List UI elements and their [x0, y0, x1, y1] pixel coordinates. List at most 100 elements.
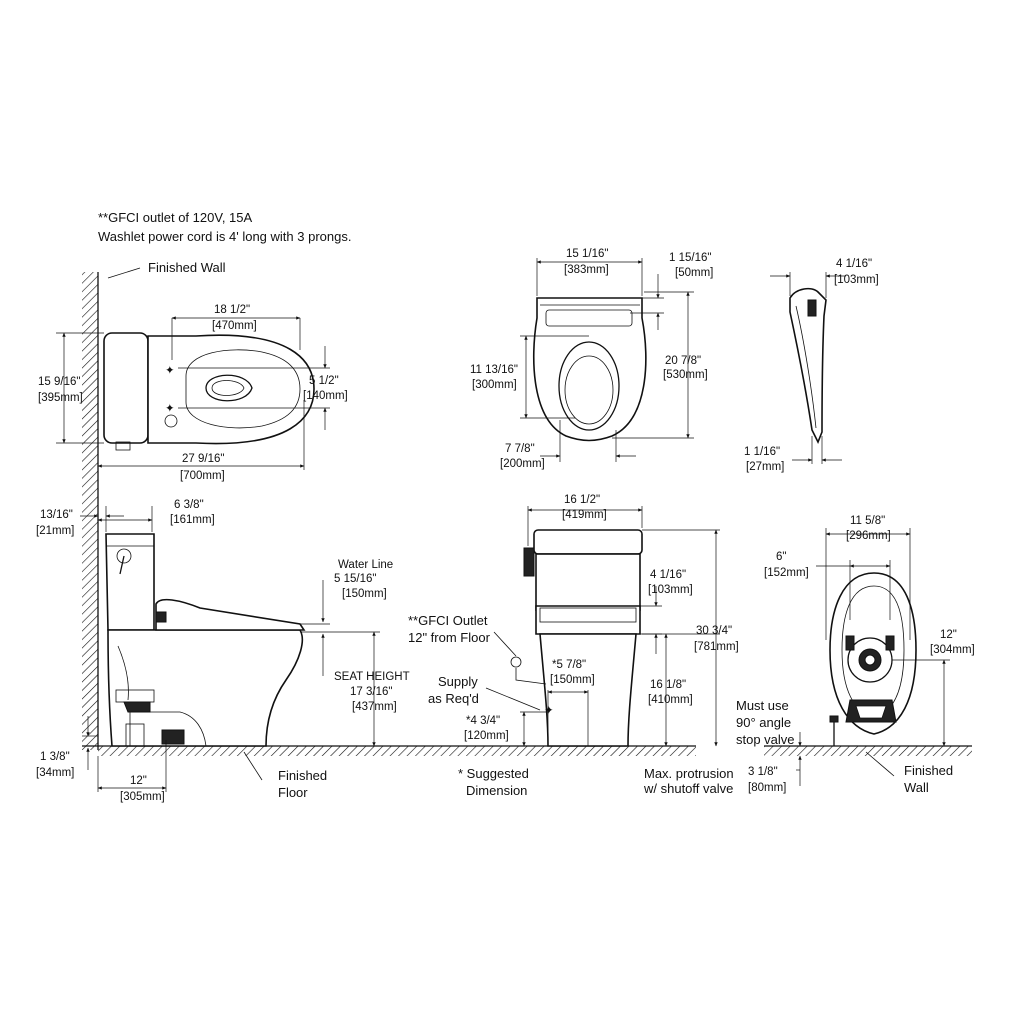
bowl-outline: [147, 334, 315, 445]
bowl-opening: [205, 374, 253, 402]
dim-wall-mm: [21mm]: [36, 525, 74, 537]
must-use-label-2: 90° angle: [736, 715, 791, 730]
dim-seat-width-mm: [383mm]: [564, 264, 609, 276]
note-gfci: **GFCI outlet of 120V, 15A: [98, 210, 253, 225]
protrusion-label-1: Max. protrusion: [644, 766, 734, 781]
dim-rear-width-mm: [296mm]: [846, 530, 891, 542]
dim-seat-front-in: 7 7/8": [505, 443, 535, 455]
dim-lid-mm: [103mm]: [648, 584, 693, 596]
dim-seat-back-mm: [50mm]: [675, 267, 713, 279]
suggested-label-2: Dimension: [466, 783, 527, 798]
supply-label-1: Supply: [438, 674, 478, 689]
finished-wall-label: Finished Wall: [148, 260, 226, 275]
supply-label-2: as Req'd: [428, 691, 479, 706]
front-tank: [535, 553, 641, 611]
dim-seat-width-in: 15 1/16": [566, 248, 608, 260]
seat-opening: [558, 341, 620, 431]
dim-rear-width-in: 11 5/8": [850, 515, 885, 527]
dim-seat-back-in: 1 15/16": [669, 252, 711, 264]
dim-supply-height-in: *4 3/4": [466, 715, 500, 727]
dim-bowl-in: 16 1/8": [650, 679, 686, 691]
wall-hatch: [82, 272, 98, 750]
dim-rough-in: 12": [130, 775, 147, 787]
dim-seat-in: 17 3/16": [350, 686, 392, 698]
bowl-rim: [185, 349, 301, 429]
dim-total-in: 30 3/4": [696, 625, 732, 637]
dim-length-in: 27 9/16": [182, 453, 224, 465]
dim-seat-open-in: 11 13/16": [470, 364, 518, 376]
top-view: ✦ ✦ 18 1/2" [470mm] 15 9/16" [395mm] 5 1…: [38, 304, 348, 482]
dim-holes-in: 5 1/2": [309, 375, 339, 387]
dim-rear-height-mm: [304mm]: [930, 644, 975, 656]
bolt-mark-icon: ✦: [165, 365, 175, 377]
dim-side-bottom-mm: [27mm]: [746, 461, 784, 473]
seat-height-label: SEAT HEIGHT: [334, 671, 410, 683]
tank-top: [103, 332, 149, 444]
gfci-outlet-label-2: 12" from Floor: [408, 630, 491, 645]
dim-width-mm: [470mm]: [212, 320, 257, 332]
finished-wall-rear-1: Finished: [904, 763, 953, 778]
water-line-label: Water Line: [338, 559, 393, 571]
seat-top-view: 15 1/16" [383mm] 1 15/16" [50mm] 20 7/8"…: [470, 248, 713, 470]
tank-foot: [115, 441, 131, 451]
dim-seat-length-in: 20 7/8": [665, 355, 701, 367]
dim-front-width-in: 16 1/2": [564, 494, 600, 506]
seat-hinge-cover: [545, 309, 633, 327]
front-view: 16 1/2" [419mm] 4 1/16" [103mm] 30 3/4" …: [408, 494, 739, 798]
dim-seat-open-mm: [300mm]: [472, 379, 517, 391]
gfci-outlet-label-1: **GFCI Outlet: [408, 613, 488, 628]
dim-width-in: 18 1/2": [214, 304, 250, 316]
dim-height-in: 15 9/16": [38, 376, 80, 388]
suggested-label-1: * Suggested: [458, 766, 529, 781]
dim-supply-mm: [150mm]: [550, 674, 595, 686]
dim-side-top-mm: [103mm]: [834, 274, 879, 286]
dim-tank-mm: [161mm]: [170, 514, 215, 526]
dim-floor-in: 1 3/8": [40, 751, 70, 763]
dim-water-in: 5 15/16": [334, 573, 376, 585]
seat-side: [155, 598, 306, 631]
dim-front-width-mm: [419mm]: [562, 509, 607, 521]
dim-bowl-mm: [410mm]: [648, 694, 693, 706]
outlet-icon: [510, 656, 522, 668]
dim-total-mm: [781mm]: [694, 641, 739, 653]
finished-floor-label-1: Finished: [278, 768, 327, 783]
floors: [82, 745, 972, 756]
dim-supply-in: *5 7/8": [552, 659, 586, 671]
protrusion-label-2: w/ shutoff valve: [643, 781, 733, 796]
supply-hole: [164, 414, 178, 428]
dim-seat-length-mm: [530mm]: [663, 369, 708, 381]
dim-rear-inner-mm: [152mm]: [764, 567, 809, 579]
must-use-label-1: Must use: [736, 698, 789, 713]
finished-wall-left: Finished Wall: [82, 260, 226, 750]
general-notes: **GFCI outlet of 120V, 15A Washlet power…: [98, 210, 351, 244]
bowl-drain: [211, 380, 245, 396]
dim-side-top-in: 4 1/16": [836, 258, 872, 270]
front-seat: [535, 605, 641, 635]
dim-water-mm: [150mm]: [342, 588, 387, 600]
dim-valve-mm: [80mm]: [748, 782, 786, 794]
tank-side: [105, 533, 155, 631]
drain-pipe: [129, 711, 207, 747]
finished-wall-rear-2: Wall: [904, 780, 929, 795]
dim-tank-in: 6 3/8": [174, 499, 204, 511]
finished-wall-leader: [107, 267, 141, 279]
bowl-side: [107, 629, 304, 747]
front-tank-lid: [533, 529, 643, 555]
supply-valve-icon: ✦: [544, 705, 554, 717]
seat-outline: [532, 297, 647, 442]
finished-floor-label-2: Floor: [278, 785, 308, 800]
dim-seat-front-mm: [200mm]: [500, 458, 545, 470]
bolt-mark-icon: ✦: [165, 403, 175, 415]
flush-handle-icon: [523, 547, 535, 577]
dim-lid-in: 4 1/16": [650, 569, 686, 581]
dim-length-mm: [700mm]: [180, 470, 225, 482]
note-power-cord: Washlet power cord is 4' long with 3 pro…: [98, 229, 351, 244]
dim-floor-mm: [34mm]: [36, 767, 74, 779]
flush-lever-icon: [116, 548, 132, 564]
seat-side-view: 4 1/16" [103mm] 1 1/16" [27mm]: [744, 258, 879, 473]
must-use-label-3: stop valve: [736, 732, 795, 747]
floor-hatch-rear: [764, 746, 972, 756]
dim-wall-in: 13/16": [40, 509, 73, 521]
floor-hatch: [98, 746, 696, 756]
